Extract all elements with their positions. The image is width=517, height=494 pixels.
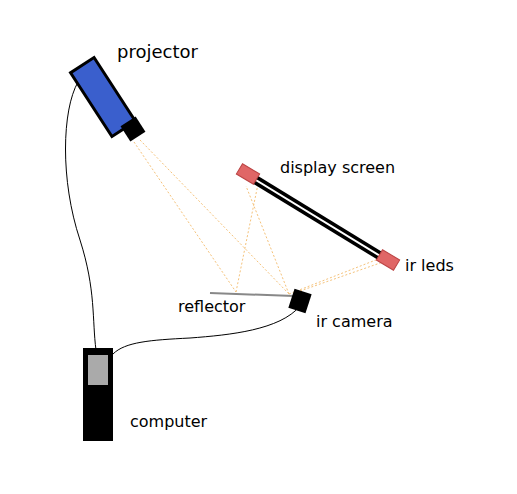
ir-led (376, 250, 399, 271)
computer-case (83, 348, 113, 441)
part-label: reflector (178, 299, 245, 315)
projector-cable (66, 82, 97, 350)
reflector (210, 293, 294, 296)
part-label: ir camera (316, 314, 393, 330)
projector-lens (121, 117, 146, 142)
screen-stripe (246, 174, 390, 262)
ir-led (236, 164, 259, 185)
computer-drive (88, 355, 108, 385)
display-screen (246, 174, 390, 262)
part-label: projector (117, 43, 198, 61)
ir-camera (288, 289, 311, 314)
part-label: display screen (280, 160, 395, 176)
part-label: computer (130, 414, 207, 430)
part-label: ir leds (405, 258, 454, 274)
